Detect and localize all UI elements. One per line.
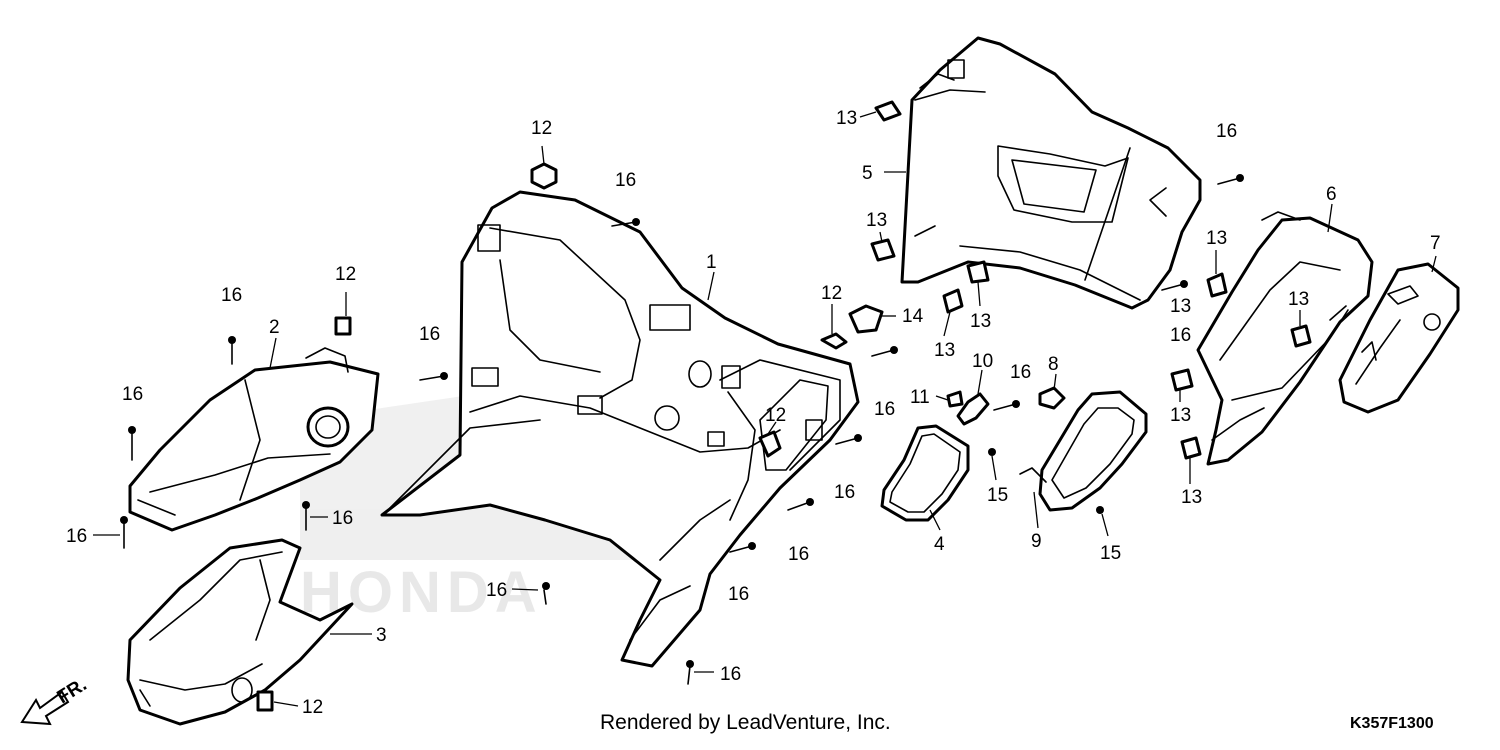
callout-15-b: 15 bbox=[1100, 543, 1121, 564]
callout-5: 5 bbox=[862, 163, 873, 184]
callout-12-center: 12 bbox=[821, 283, 842, 304]
part-9-lid[interactable] bbox=[1019, 390, 1148, 512]
callout-12-bottom: 12 bbox=[302, 697, 323, 718]
callout-16-e6: 16 bbox=[1170, 325, 1191, 346]
callout-15-a: 15 bbox=[987, 485, 1008, 506]
callout-13-f: 13 bbox=[1288, 289, 1309, 310]
callout-2: 2 bbox=[269, 317, 280, 338]
callout-13-i: 13 bbox=[1170, 296, 1191, 317]
callout-13-b: 13 bbox=[866, 210, 887, 231]
callout-16-j: 16 bbox=[788, 544, 809, 565]
part-3-lower-cover[interactable] bbox=[126, 538, 354, 726]
callout-13-d: 13 bbox=[970, 311, 991, 332]
callout-13-e: 13 bbox=[1206, 228, 1227, 249]
diagram-code: K357F1300 bbox=[1350, 715, 1434, 732]
callout-14: 14 bbox=[902, 306, 924, 327]
callout-13-a: 13 bbox=[836, 108, 857, 129]
callout-16-k: 16 bbox=[728, 584, 749, 605]
callout-13-c: 13 bbox=[934, 340, 955, 361]
callout-12-left: 12 bbox=[335, 264, 356, 285]
callout-9: 9 bbox=[1031, 531, 1042, 552]
callout-10: 10 bbox=[972, 351, 993, 372]
callout-16-f: 16 bbox=[419, 324, 440, 345]
part-5-upper-panel[interactable] bbox=[900, 36, 1202, 310]
callout-8: 8 bbox=[1048, 354, 1059, 375]
fasteners bbox=[256, 100, 1312, 712]
front-arrow: FR. bbox=[20, 674, 91, 726]
callout-12-top: 12 bbox=[531, 118, 552, 139]
callout-16-b: 16 bbox=[122, 384, 143, 405]
part-4-gasket[interactable] bbox=[880, 424, 970, 522]
callout-16-g: 16 bbox=[486, 580, 507, 601]
callout-16-n: 16 bbox=[1216, 121, 1237, 142]
callout-16-i: 16 bbox=[834, 482, 855, 503]
callout-16-a: 16 bbox=[221, 285, 242, 306]
part-6-side-panel[interactable] bbox=[1196, 211, 1374, 466]
callout-4: 4 bbox=[934, 534, 945, 555]
callout-7: 7 bbox=[1430, 233, 1441, 254]
callout-6: 6 bbox=[1326, 184, 1337, 205]
callout-16-c: 16 bbox=[66, 526, 87, 547]
callouts: 1 2 3 4 5 6 7 8 9 10 11 12 12 12 12 12 1… bbox=[66, 108, 1441, 718]
callout-12-inner: 12 bbox=[765, 405, 786, 426]
screws-16 bbox=[120, 174, 1244, 685]
part-2-cover[interactable] bbox=[128, 347, 380, 532]
callout-16-d: 16 bbox=[332, 508, 353, 529]
leader-lines bbox=[93, 111, 1437, 707]
part-7-side-lid[interactable] bbox=[1338, 262, 1460, 414]
callout-16-h: 16 bbox=[874, 399, 895, 420]
callout-1: 1 bbox=[706, 252, 717, 273]
callout-16-l: 16 bbox=[720, 664, 741, 685]
credit-text: Rendered by LeadVenture, Inc. bbox=[600, 711, 891, 734]
part-1-inner-cover[interactable] bbox=[380, 190, 860, 668]
callout-11: 11 bbox=[910, 387, 930, 408]
callout-16-e: 16 bbox=[615, 170, 636, 191]
callout-3: 3 bbox=[376, 625, 387, 646]
callout-13-g: 13 bbox=[1170, 405, 1191, 426]
callout-13-h: 13 bbox=[1181, 487, 1202, 508]
callout-16-m: 16 bbox=[1010, 362, 1031, 383]
